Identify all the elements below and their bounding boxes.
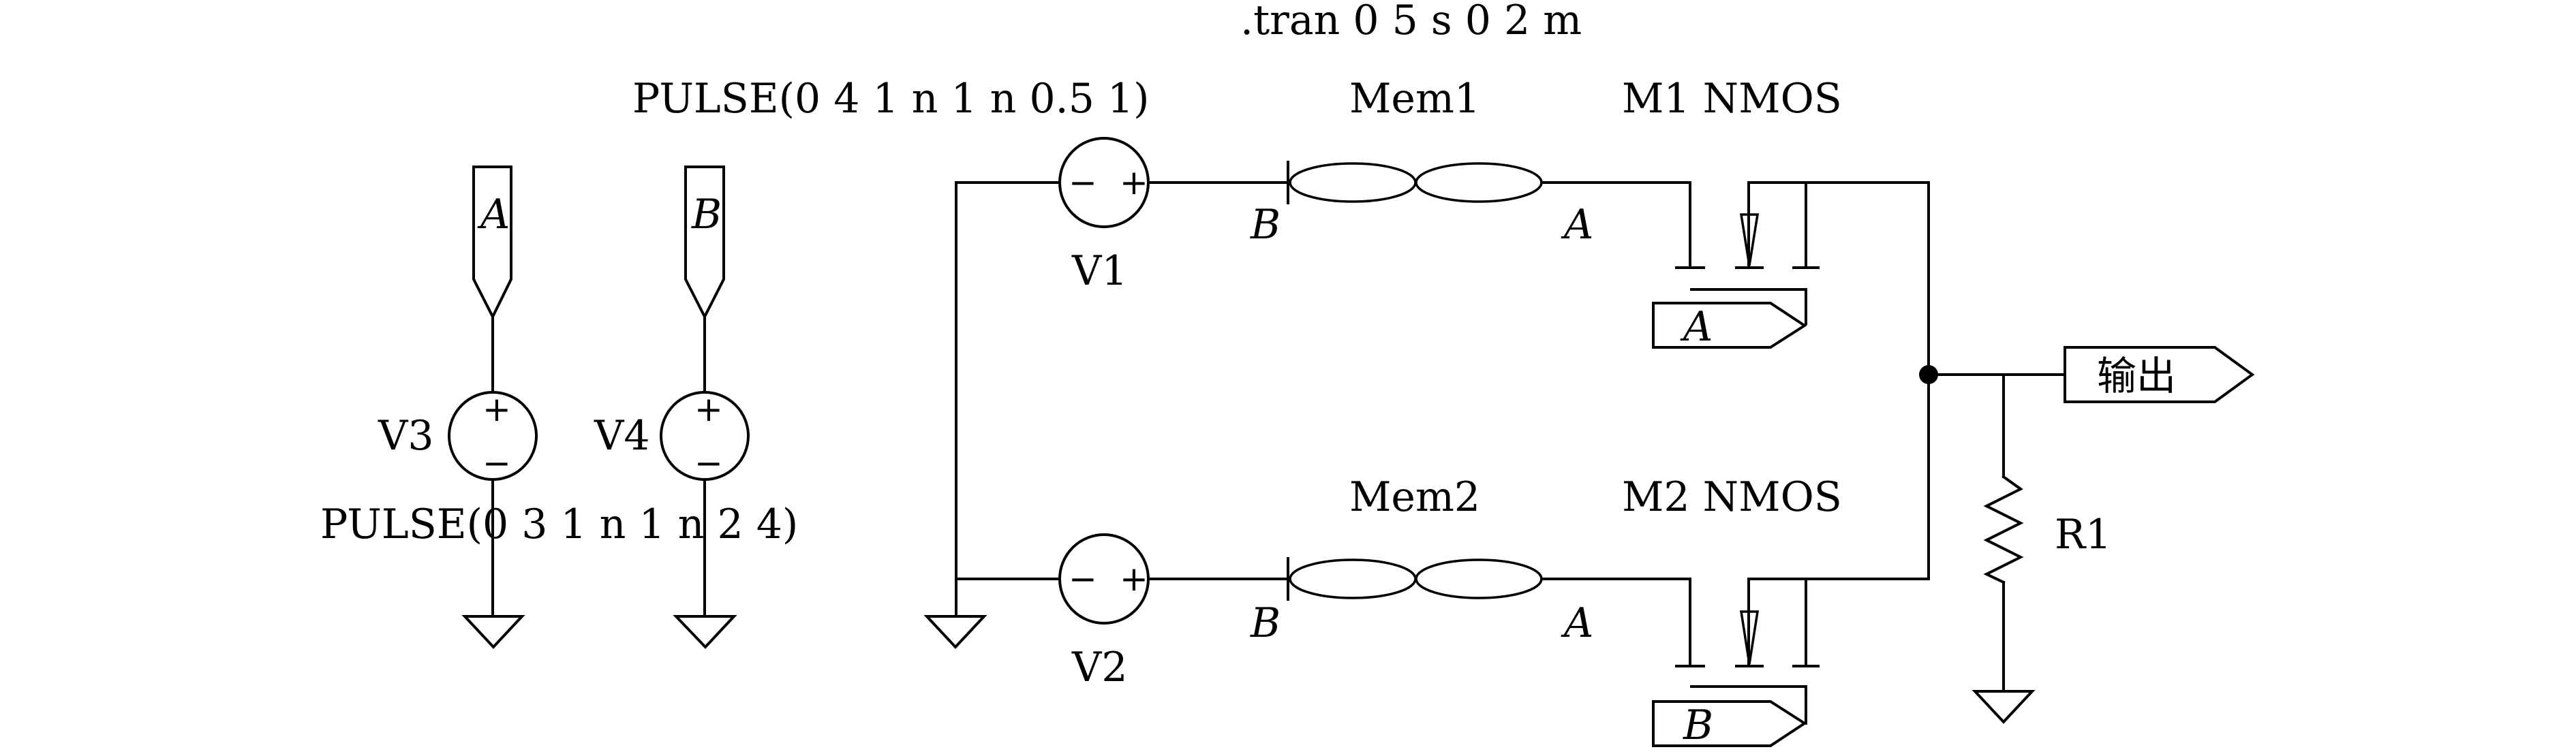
svg-text:−: − [694,443,723,483]
svg-text:+: + [1120,559,1148,599]
mem2-right-node: A [1561,599,1593,647]
m2-gate-label: B [1683,702,1713,749]
ground-icon [923,615,987,649]
v3-value: PULSE(0 3 1 n 1 n 2 4) [320,501,798,548]
memristor-icon [1289,558,1417,599]
lower-branch: − + V2 Mem2 B A B M2 NMOS [955,370,1930,749]
svg-text:+: + [1120,163,1148,202]
svg-text:+: + [482,390,511,429]
nmos-icon [1690,370,1930,725]
v1-name: V1 [1071,247,1128,295]
net-flag-icon [1652,302,1807,349]
net-flag-icon [2064,346,2255,403]
svg-text:−: − [1069,163,1097,202]
v4-name: V4 [594,412,650,460]
tran-directive: .tran 0 5 s 0 2 m [1240,0,1582,44]
v3-branch: A + − V3 PULSE(0 3 1 n 1 n 2 4) [320,166,798,649]
ground-icon [673,615,737,649]
m1-gate-label: A [1680,303,1713,351]
v4-net-label: B [691,191,722,238]
mem2-left-node: B [1250,599,1281,647]
ground-icon [461,615,525,649]
svg-text:−: − [1069,559,1097,599]
svg-text:−: − [482,443,511,483]
net-flag-icon [1652,700,1807,747]
resistor-icon [1983,475,2024,584]
mem1-left-node: B [1250,201,1281,249]
ground-icon [1972,690,2036,724]
net-flag-icon [684,166,725,320]
output-label: 输出 [2097,353,2176,399]
r1-name: R1 [2055,511,2111,558]
memristor-icon [1289,162,1417,203]
net-flag-icon [472,166,512,320]
mem2-name: Mem2 [1349,473,1480,521]
upper-branch: − + V1 Mem1 B A A M1 NMOS [955,75,1930,373]
v4-branch: B + − V4 PULSE(0 4 1 n 1 n 0.5 1) [594,75,1150,649]
v3-name: V3 [378,412,434,460]
v2-name: V2 [1071,644,1128,691]
m1-name: M1 NMOS [1622,75,1842,123]
svg-text:+: + [694,390,723,429]
mem1-name: Mem1 [1349,75,1480,123]
m2-name: M2 NMOS [1622,473,1842,521]
v3-net-label: A [477,191,510,238]
output-section: 输出 R1 [1919,346,2255,724]
v4-value: PULSE(0 4 1 n 1 n 0.5 1) [632,75,1150,123]
mem1-right-node: A [1561,201,1593,249]
nmos-icon [1690,181,1930,373]
